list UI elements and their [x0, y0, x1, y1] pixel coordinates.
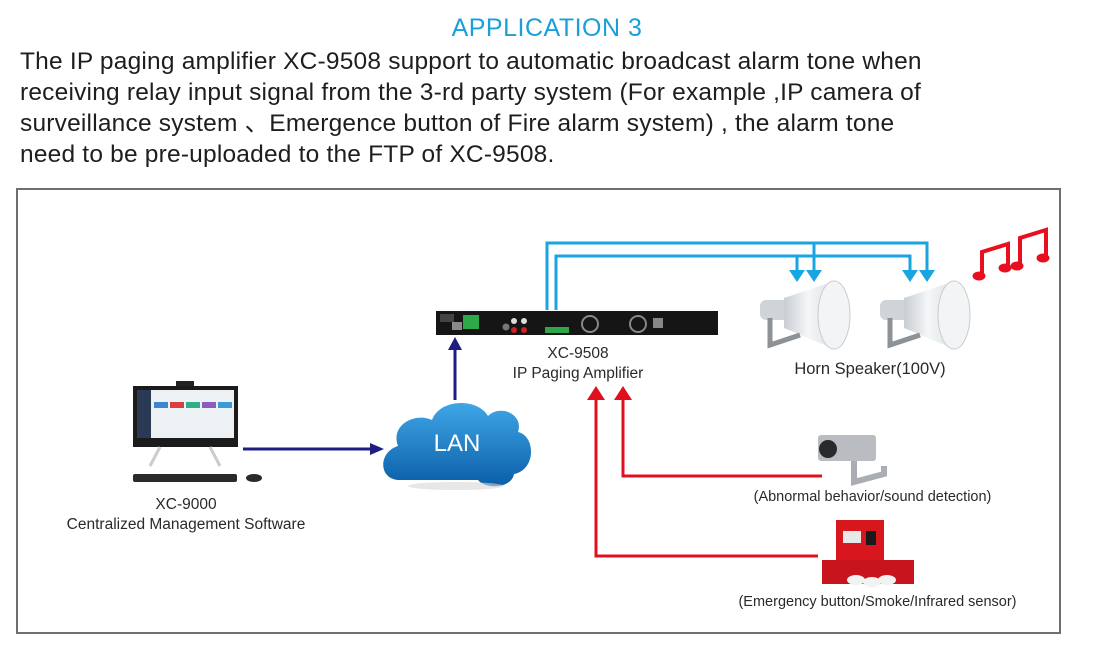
- computer-device: [133, 381, 262, 482]
- music-notes-icon: [972, 227, 1050, 281]
- amplifier-model: XC-9508: [547, 345, 609, 362]
- amplifier-device: [436, 311, 718, 335]
- horn-speaker-icon: [880, 280, 971, 350]
- fire-alarm-label: (Emergency button/Smoke/Infrared sensor): [738, 594, 1017, 610]
- description-line: need to be pre-uploaded to the FTP of XC…: [20, 141, 555, 168]
- network-arrowheads: [370, 337, 462, 455]
- software-label: XC-9000 Centralized Management Software: [36, 495, 336, 535]
- software-model: XC-9000: [155, 496, 217, 513]
- amplifier-name: IP Paging Amplifier: [512, 365, 644, 382]
- description-line: The IP paging amplifier XC-9508 support …: [20, 48, 922, 75]
- fire-alarm-panel-icon: [822, 520, 914, 587]
- description-line: receiving relay input signal from the 3-…: [20, 79, 922, 106]
- description-line: surveillance system 、Emergence button of…: [20, 110, 895, 137]
- diagram-frame: [16, 188, 1061, 634]
- page-title: APPLICATION 3: [451, 14, 643, 42]
- amplifier-label: XC-9508 IP Paging Amplifier: [478, 344, 678, 384]
- speaker-arrowheads: [789, 270, 935, 282]
- cctv-camera-icon: [818, 435, 887, 486]
- camera-label: (Abnormal behavior/sound detection): [753, 489, 992, 505]
- speaker-label: Horn Speaker(100V): [794, 360, 946, 378]
- audio-lines: [545, 241, 929, 310]
- lan-label: LAN: [433, 430, 481, 457]
- alarm-lines: [594, 398, 822, 558]
- alarm-arrowheads: [587, 386, 632, 400]
- lan-cloud-icon: [383, 402, 532, 490]
- description-paragraph: The IP paging amplifier XC-9508 support …: [20, 46, 1070, 170]
- network-lines: [243, 350, 457, 451]
- software-name: Centralized Management Software: [66, 516, 306, 533]
- horn-speaker-icon: [760, 280, 851, 350]
